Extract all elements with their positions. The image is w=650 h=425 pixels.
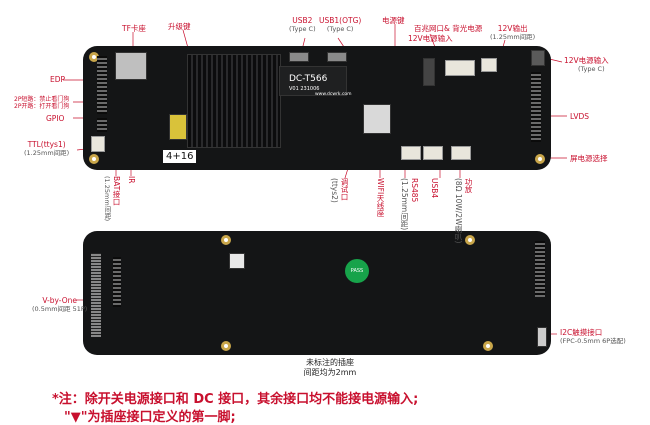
board-version: V01 231006 [289,86,320,92]
label-lvds: LVDS [570,112,590,121]
usb1-port [327,52,347,62]
usb2-port [289,52,309,62]
label-vbyone: V-by-One (0.5mm间距 51P) [32,296,87,314]
out12v-connector [481,58,497,72]
label-speaker: 功放 [464,178,473,193]
label-tf-card: TF卡座 [122,24,146,33]
bottom-right-header [535,241,545,297]
label-gpio: GPIO [46,114,65,123]
label-screen-power: 屏电源选择 [570,154,608,163]
edp-connector [97,56,107,114]
label-power-key: 电源键 [382,16,405,25]
out12v-name: 12V输出 [497,24,528,33]
vbyone-name: V-by-One [42,296,77,305]
label-usb1: USB1(OTG) (Type C) [319,16,361,34]
wifi-module [363,104,391,134]
note-line-1: *注：除开关电源接口和 DC 接口，其余接口均不能接电源输入; [52,392,419,407]
label-dc12v-in: 12V电源输入 [408,34,453,43]
mounting-hole [221,341,231,351]
unmarked-line2: 间距均为2mm [303,368,357,377]
out12v-pitch: (1.25mm间距) [490,33,536,41]
mounting-hole [221,235,231,245]
vbyone-connector [91,253,101,337]
usb1-type: (Type C) [326,25,354,33]
note-line-2: "▼"为插座接口定义的第一脚; [64,410,236,425]
rs485-connector [401,146,421,160]
dc-power-jack [531,50,545,66]
usb4-connector [423,146,443,160]
unmarked-line1: 未标注的插座 [306,358,354,367]
label-bat: (1.25mm间距) [102,176,112,221]
label-i2c: I2C触摸接口 (FPC-0.5mm 6P选配) [560,328,626,346]
mounting-hole [483,341,493,351]
usb1-name: USB1(OTG) [319,16,362,25]
usb2-name: USB2 [292,16,313,25]
label-ttl: TTL(ttys1) (1.25mm间距) [24,140,69,158]
dc12v-right-name: 12V电源输入 [564,56,609,65]
pass-text: PASS [350,268,364,274]
bottom-pin-header [113,257,121,307]
vbyone-pitch: (0.5mm间距 51P) [32,305,88,313]
memory-label: 4+16 [163,150,197,163]
label-out12v: 12V输出 (1.25mm间距) [490,24,535,42]
label-ir: IR [127,176,136,184]
tf-card-slot [115,52,147,80]
usb2-type: (Type C) [289,25,316,33]
label-usb2: USB2 (Type C) [289,16,316,34]
backlight-connector [445,60,475,76]
soc-heatsink [187,54,281,148]
label-upgrade-key: 升级键 [168,22,191,31]
label-debug-sub: (ttys2) [330,178,339,203]
board-bottom-view: PASS [83,231,551,355]
label-dc12v-right: 12V电源输入 (Type C) [564,56,609,74]
i2c-connector [537,327,547,347]
i2c-sub: (FPC-0.5mm 6P选配) [560,337,626,345]
label-rs485-pitch: (1.25mm间距) [400,178,409,231]
board-top-view: DC-T566 V01 231006 www.dcwrk.com 4+16 [83,46,551,170]
board-website: www.dcwrk.com [315,92,352,97]
bat-pitch: (1.25mm间距) [103,176,111,222]
speaker-connector [451,146,471,160]
label-rs485: RS485 [410,178,419,203]
label-wifi: WIFI天线座 [376,178,385,217]
ethernet-connector [423,58,435,86]
label-watchdog: 2P短路：禁止看门狗 2P开路：打开看门狗 [14,96,70,110]
label-unmarked-sockets: 未标注的插座 间距均为2mm [290,358,370,378]
mounting-hole [535,154,545,164]
pass-sticker: PASS [345,259,369,283]
label-speaker-sub: (8Ω 10W/2W喇叭) [454,178,463,244]
lvds-connector [531,72,541,142]
label-debug: 调试口 [340,178,349,201]
label-edp: EDP [50,75,66,84]
qr-code [229,253,245,269]
label-ethernet-backlight: 百兆网口& 背光电源 [414,24,483,33]
dc12v-right-type: (Type C) [578,65,605,73]
board-model: DC-T566 [289,74,328,84]
ttl-connector [91,136,105,152]
ttl-name: TTL(ttys1) [27,140,66,149]
label-usb4: USB4 [430,178,439,199]
label-bat-name: BAT接口 [112,176,121,206]
emmc-chip [169,114,187,140]
mounting-hole [89,154,99,164]
mounting-hole [465,235,475,245]
i2c-name: I2C触摸接口 [560,328,603,337]
ram-chip [279,66,347,96]
ttl-pitch: (1.25mm间距) [24,149,70,157]
gpio-header [97,118,107,132]
